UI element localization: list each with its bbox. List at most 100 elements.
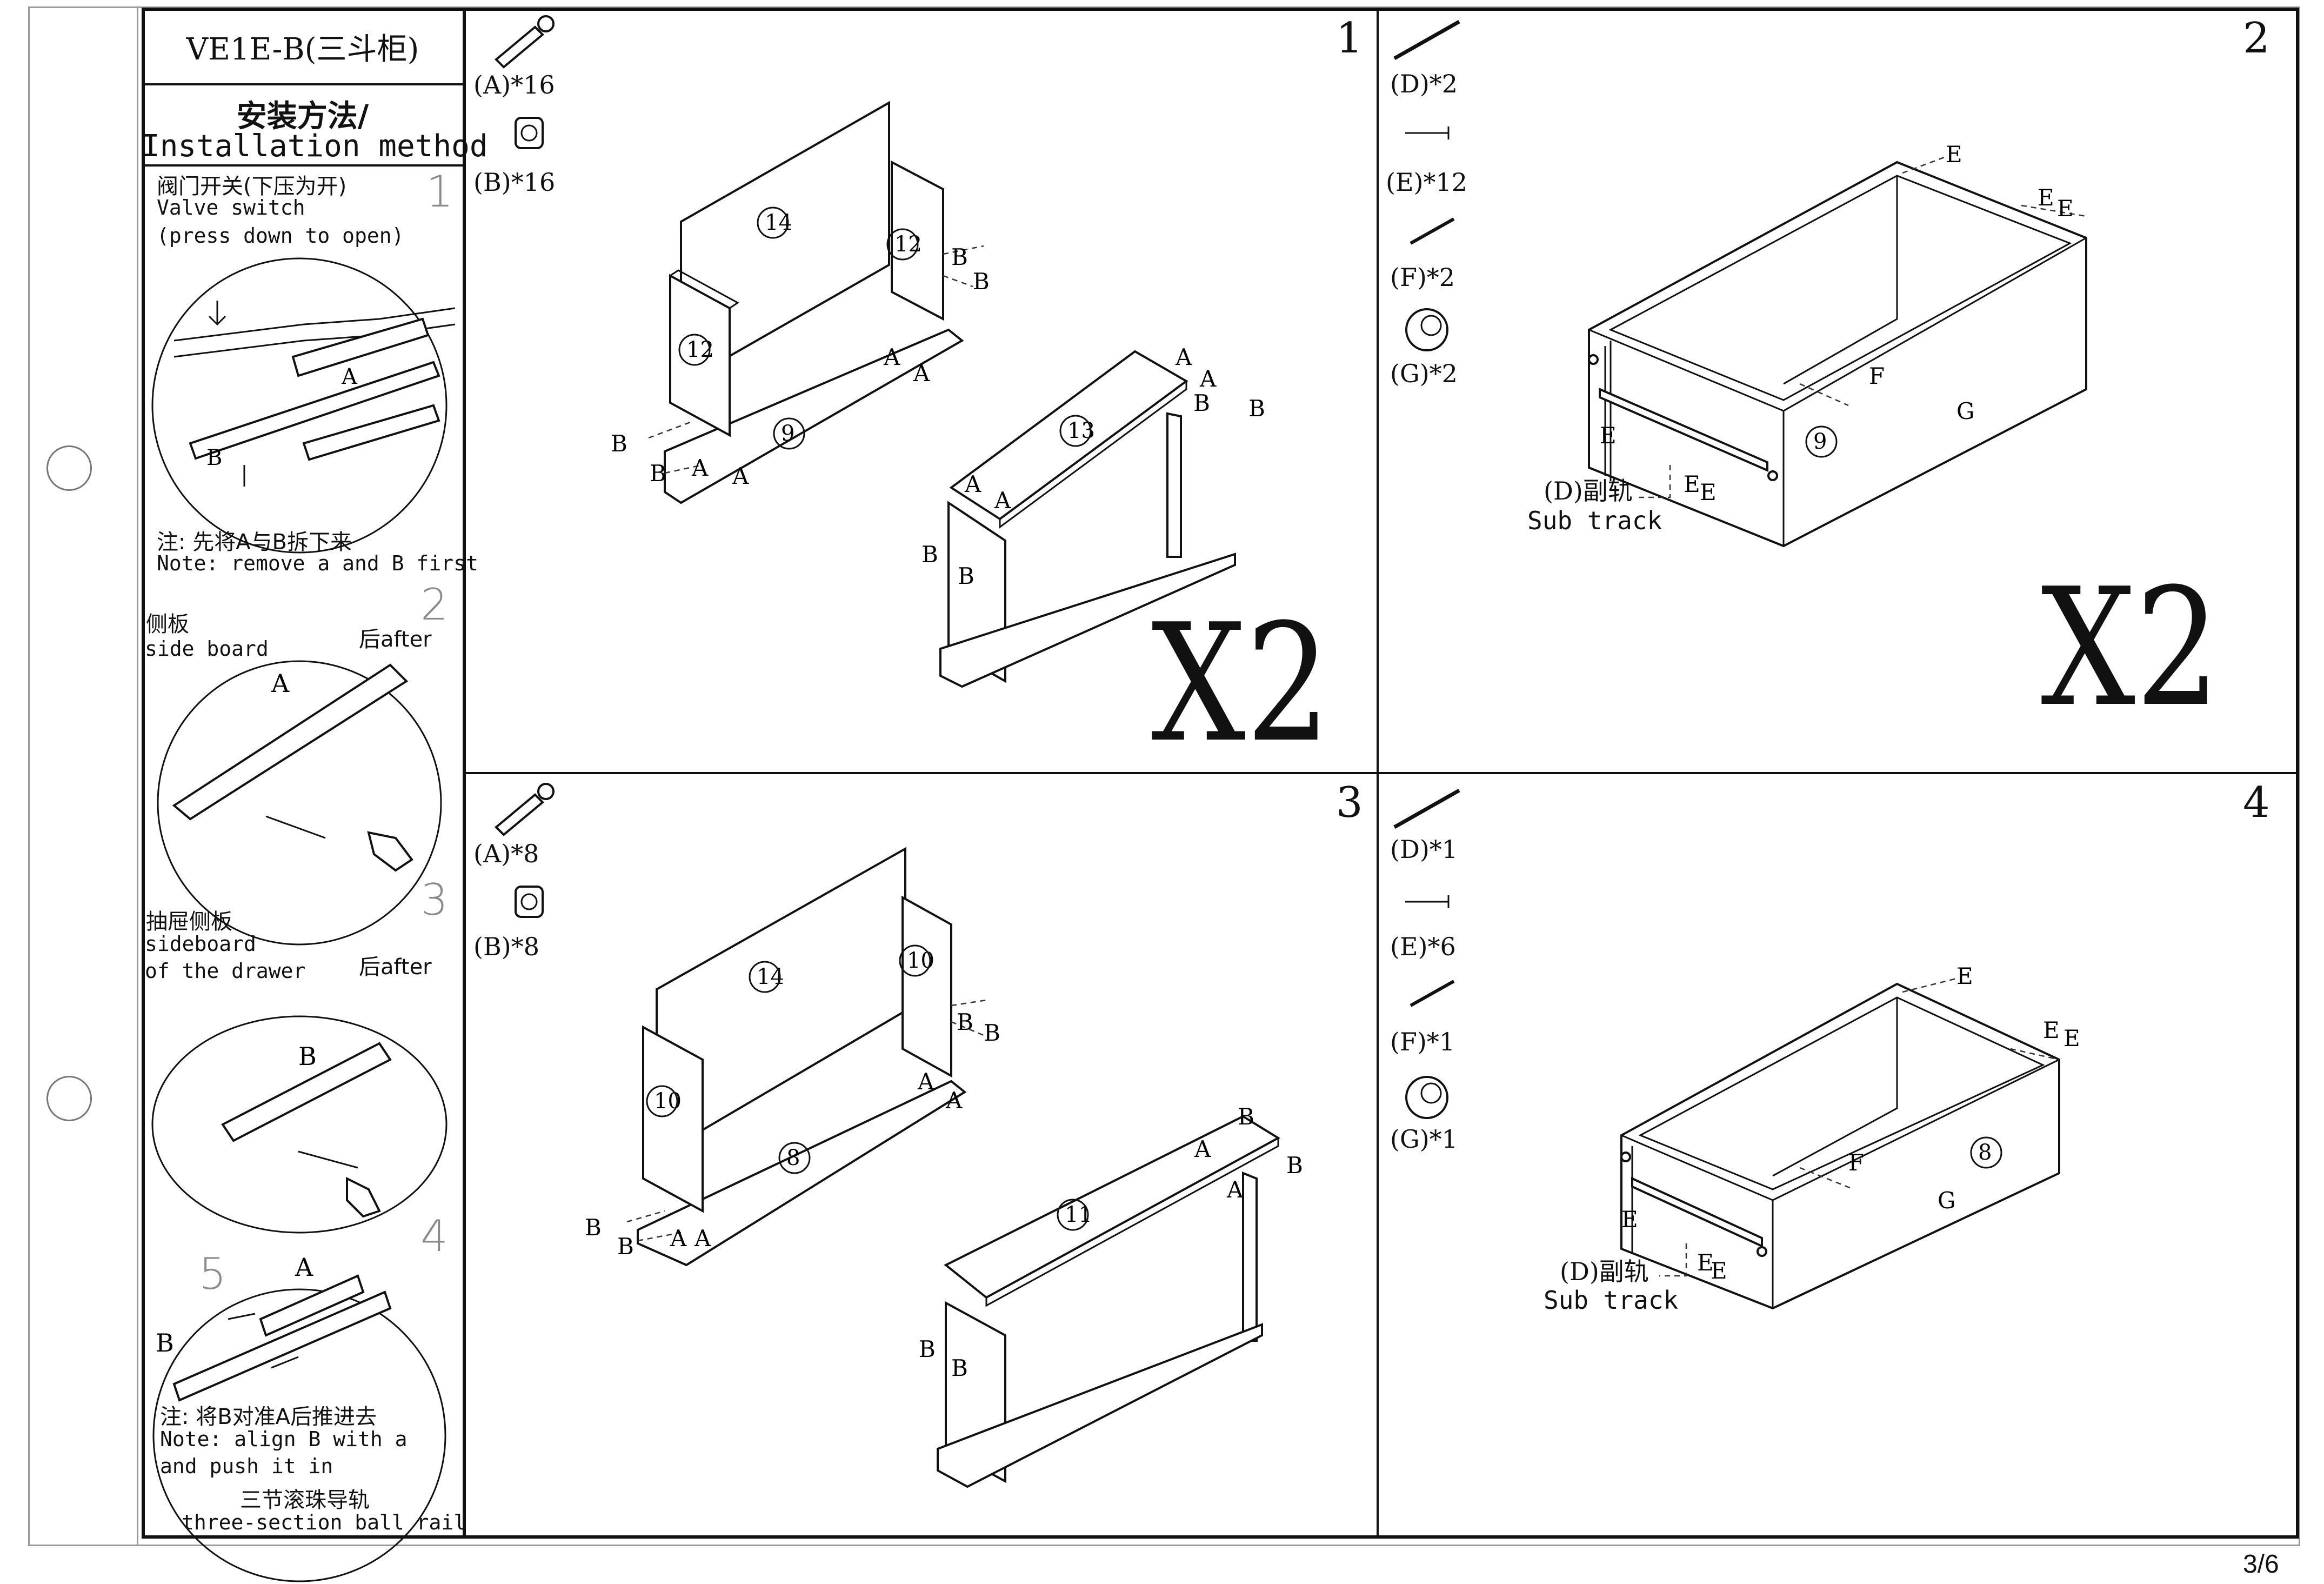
- callout-label: E: [2063, 1025, 2080, 1051]
- hardware-label: (B)*16: [473, 168, 556, 197]
- step1-hardware-icons: [495, 15, 555, 149]
- panel-10: [642, 1025, 704, 1213]
- hardware-label: (A)*8: [473, 839, 539, 868]
- callout-label: B: [650, 460, 666, 487]
- callout-label: G: [1938, 1187, 1956, 1214]
- rail-label-b: B: [298, 1042, 317, 1071]
- model-title: VE1E-B(三斗柜): [186, 32, 419, 67]
- callout-label: E: [2043, 1017, 2060, 1043]
- panel-11: [944, 1115, 1280, 1299]
- callout-label: B: [617, 1233, 634, 1260]
- step2-drawer-diagram: E E E F G E E E 9: [1588, 141, 2087, 548]
- rail-label-b: B: [156, 1328, 174, 1357]
- sub-track-icon: [1393, 788, 1460, 829]
- cam-bolt-icon: [495, 25, 544, 69]
- install-heading-cn: 安装方法/: [236, 98, 369, 134]
- side-rail: [172, 663, 409, 821]
- callout-label: B: [973, 268, 990, 295]
- panel-8: [637, 1080, 967, 1267]
- rail-label-a: A: [341, 364, 358, 389]
- callout-label: B: [919, 1336, 936, 1362]
- step5-note-cn: 注: 将B对准A后推进去: [160, 1405, 377, 1429]
- step5-note-en: and push it in: [160, 1454, 333, 1478]
- screwdriver-icon: [346, 1176, 381, 1218]
- side-step-number: 5: [199, 1249, 226, 1299]
- callout-label: A: [913, 360, 930, 387]
- hardware-label: (F)*1: [1390, 1027, 1455, 1056]
- hardware-label: (G)*1: [1390, 1124, 1458, 1154]
- detail-circle: [152, 1288, 446, 1582]
- sub-track-icon: [1393, 19, 1460, 61]
- step2-hardware-icons: [1393, 19, 1460, 351]
- sidebar-rule: [142, 164, 464, 167]
- detail-circle: [157, 660, 442, 946]
- panel-10: [901, 895, 952, 1078]
- callout-label: B: [951, 1355, 968, 1381]
- step3-diagram: 14 10 10 8 B B A A A A B B 11 B A A B B …: [585, 847, 1303, 1488]
- punch-hole: [46, 1076, 92, 1121]
- panel-9: [664, 328, 964, 504]
- callout-label: A: [732, 463, 749, 489]
- step4-drawer-diagram: E E E F G E E E 8: [1620, 963, 2080, 1310]
- callout-label: E: [1621, 1206, 1638, 1233]
- step2-text-cn: 侧板: [146, 612, 189, 637]
- callout-label: E: [1956, 963, 1973, 989]
- rail-label-a: A: [271, 669, 290, 698]
- callout-label: E: [2038, 184, 2054, 211]
- margin-rule: [137, 6, 138, 1546]
- bolt-icon: [1410, 980, 1455, 1007]
- callout-label: A: [694, 1225, 711, 1252]
- drawer-box: [1620, 982, 2060, 1310]
- punch-hole: [46, 445, 92, 491]
- panel-number: 8: [786, 1146, 800, 1170]
- callout-label: A: [945, 1087, 963, 1114]
- detail-circle: [151, 1015, 448, 1234]
- callout-label: B: [1248, 395, 1265, 422]
- step3-text-en: sideboard: [145, 932, 256, 956]
- cam-lock-icon: [515, 117, 544, 149]
- side-step-number: 2: [420, 580, 448, 630]
- hardware-label: (F)*2: [1390, 263, 1455, 292]
- step2-after: 后after: [359, 627, 432, 652]
- arrow-down-icon: [208, 301, 226, 326]
- callout-label: B: [957, 1009, 973, 1035]
- screw-icon: [265, 815, 326, 839]
- side-step-number: 3: [420, 875, 448, 925]
- callout-label: A: [1175, 344, 1192, 370]
- step3-after: 后after: [359, 955, 432, 980]
- callout-label: A: [1226, 1176, 1244, 1203]
- hardware-label: (D)*1: [1390, 835, 1458, 864]
- sub-track: [1599, 387, 1768, 472]
- panel-number: 9: [1813, 429, 1827, 454]
- callout-label: A: [1194, 1136, 1211, 1162]
- panel-bottom: [939, 553, 1236, 688]
- hardware-label: (A)*16: [473, 70, 555, 99]
- callout-label: B: [958, 563, 974, 589]
- step4-hardware-icons: [1393, 788, 1460, 1119]
- screwdriver-icon: [367, 831, 413, 872]
- ball-rail: [172, 1290, 392, 1402]
- ball-rail: [291, 317, 430, 377]
- hardware-label: (E)*12: [1386, 168, 1468, 197]
- knob-icon: [1405, 308, 1448, 351]
- quantity-multiplier: X2: [1151, 589, 1331, 778]
- callout-label: E: [1946, 141, 1962, 168]
- callout-label: A: [691, 455, 709, 481]
- callout-label: B: [984, 1020, 1000, 1046]
- step-number: 4: [2243, 778, 2270, 827]
- panel-side: [1242, 1172, 1258, 1342]
- callout-label: B: [1238, 1103, 1254, 1130]
- arrow-right-icon: [228, 1313, 256, 1320]
- callout-label: E: [2057, 195, 2074, 222]
- callout-label: F: [1869, 363, 1885, 389]
- sub-track-label-cn: (D)副轨: [1560, 1257, 1649, 1286]
- callout-label: E: [1700, 479, 1717, 505]
- sub-track-label-en: Sub track: [1527, 506, 1662, 535]
- screw-icon: [1405, 895, 1450, 908]
- callout-label: E: [1697, 1249, 1714, 1276]
- step1-text-cn: 阀门开关(下压为开): [157, 174, 347, 199]
- callout-label: A: [1199, 365, 1217, 392]
- panel-number: 9: [781, 421, 794, 446]
- step1-text-en: Valve switch: [157, 196, 305, 219]
- callout-label: B: [1286, 1152, 1303, 1179]
